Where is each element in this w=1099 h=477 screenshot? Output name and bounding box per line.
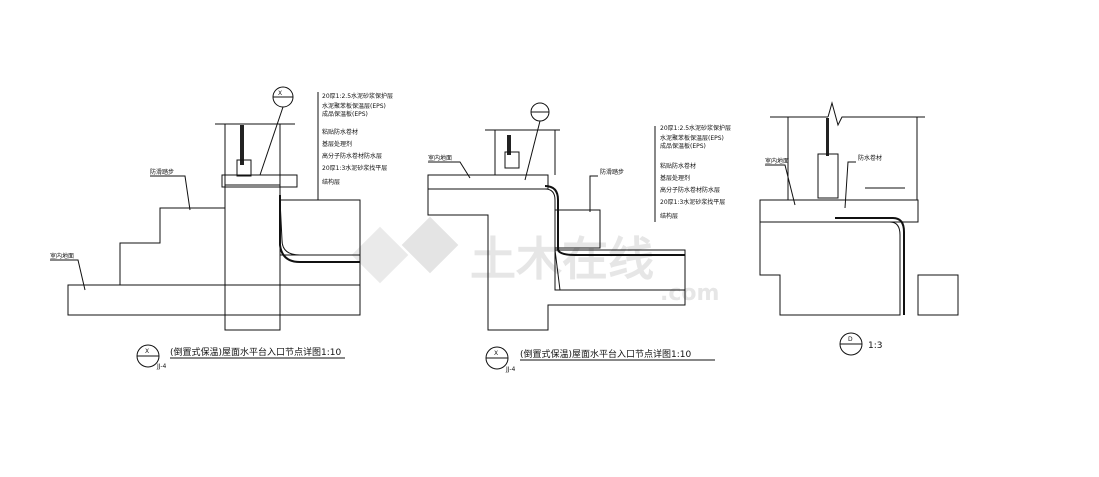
annotation-label: 成品保温板(EPS) — [660, 142, 706, 150]
annotation-label: 粘贴防水卷材 — [660, 162, 696, 170]
annotation-label: JJ-4 — [505, 366, 515, 373]
annotation-label: 土木在线 — [470, 232, 654, 286]
annotation-label: 水泥聚苯板保温层(EPS) — [660, 134, 724, 142]
annotation-label: JJ-4 — [156, 363, 166, 370]
annotation-label: .com — [660, 281, 719, 306]
detail-1: X 20厚1:2.5水泥砂浆保护层 水泥聚苯板保温层(EPS) 成品保温板(EP… — [50, 86, 393, 370]
annotation-label: 高分子防水卷材防水层 — [660, 186, 720, 194]
annotation-label: 1:3 — [868, 341, 882, 351]
annotation-label: 防滑踏步 — [600, 168, 624, 176]
detail-2: 20厚1:2.5水泥砂浆保护层 水泥聚苯板保温层(EPS) 成品保温板(EPS)… — [427, 102, 731, 373]
annotation-label: 室内地面 — [428, 154, 452, 162]
annotation-label: 结构层 — [660, 212, 678, 220]
annotation-label: 结构层 — [322, 178, 340, 186]
annotation-label: 基层处理剂 — [660, 174, 690, 182]
annotation-label: 基层处理剂 — [322, 140, 352, 148]
annotation-label: (倒置式保温)屋面水平台入口节点详图1:10 — [520, 348, 692, 360]
detail-title: (倒置式保温)屋面水平台入口节点详图1:10 — [170, 346, 342, 358]
annotation-label: D — [848, 336, 853, 343]
annotation-label: X — [494, 350, 498, 357]
annotation-label: 20厚1:2.5水泥砂浆保护层 — [660, 124, 731, 132]
detail-3: 室内地面 防水卷材 D 1:3 — [759, 101, 959, 356]
annotation-label: 粘贴防水卷材 — [322, 128, 358, 136]
annotation-label: 防水卷材 — [858, 154, 882, 162]
annotation-label: 20厚1:3水泥砂浆找平层 — [660, 198, 725, 206]
annotation-label: 高分子防水卷材防水层 — [322, 152, 382, 160]
annotation-label: 室内地面 — [765, 157, 789, 165]
annotation-label: 防滑踏步 — [150, 168, 174, 176]
annotation-label: 20厚1:3水泥砂浆找平层 — [322, 164, 387, 172]
layer-labels: 20厚1:2.5水泥砂浆保护层 水泥聚苯板保温层(EPS) 成品保温板(EPS)… — [322, 92, 393, 186]
annotation-label: 成品保温板(EPS) — [322, 110, 368, 118]
annotation-label: X — [145, 348, 149, 355]
annotation-label: X — [278, 90, 282, 97]
annotation-label: 20厚1:2.5水泥砂浆保护层 — [322, 92, 393, 100]
watermark: 土木在线 .com — [351, 216, 719, 306]
annotation-label: 室内地面 — [50, 252, 74, 260]
annotation-label: 水泥聚苯板保温层(EPS) — [322, 102, 386, 110]
